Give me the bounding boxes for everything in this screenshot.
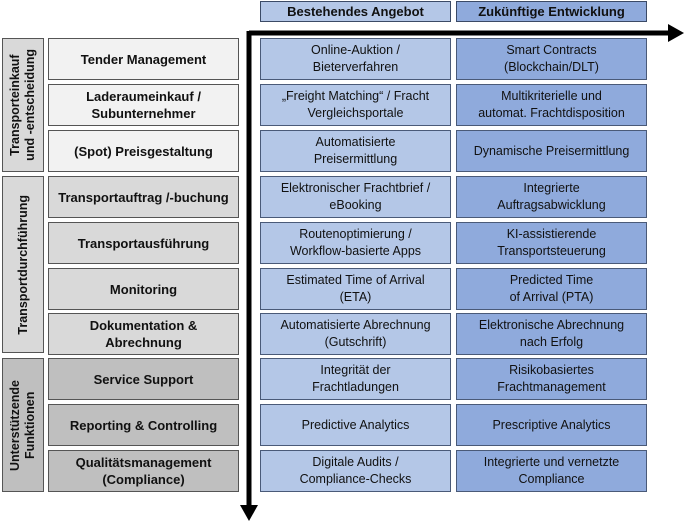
group-label: Unterstützende Funktionen (8, 379, 37, 471)
process-monitoring: Monitoring (48, 268, 239, 310)
group-transport-purchasing: Transporteinkauf und -entscheidung (2, 38, 44, 172)
current-offer-cell: Online-Auktion / Bieterverfahren (260, 38, 451, 80)
future-development-cell: Predicted Time of Arrival (PTA) (456, 268, 647, 310)
header-current-offer: Bestehendes Angebot (260, 1, 451, 22)
group-transport-execution: Transportdurchführung (2, 176, 44, 353)
header-future-development: Zukünftige Entwicklung (456, 1, 647, 22)
process-service-support: Service Support (48, 358, 239, 400)
current-offer-cell: Automatisierte Preisermittlung (260, 130, 451, 172)
group-support-functions: Unterstützende Funktionen (2, 358, 44, 492)
current-offer-cell: Predictive Analytics (260, 404, 451, 446)
future-development-cell: Integrierte und vernetzte Compliance (456, 450, 647, 492)
current-offer-cell: Routenoptimierung / Workflow-basierte Ap… (260, 222, 451, 264)
current-offer-cell: Integrität der Frachtladungen (260, 358, 451, 400)
future-development-cell: Smart Contracts (Blockchain/DLT) (456, 38, 647, 80)
process-transport-execution: Transportausführung (48, 222, 239, 264)
future-development-cell: Multikriterielle und automat. Frachtdisp… (456, 84, 647, 126)
process-quality-management: Qualitätsmanagement (Compliance) (48, 450, 239, 492)
process-cargo-space-purchasing: Laderaumeinkauf / Subunternehmer (48, 84, 239, 126)
current-offer-cell: Estimated Time of Arrival (ETA) (260, 268, 451, 310)
process-documentation-billing: Dokumentation & Abrechnung (48, 313, 239, 355)
future-development-cell: Risikobasiertes Frachtmanagement (456, 358, 647, 400)
process-transport-order: Transportauftrag /-buchung (48, 176, 239, 218)
current-offer-cell: Elektronischer Frachtbrief / eBooking (260, 176, 451, 218)
horizontal-arrowhead (668, 24, 684, 42)
group-label: Transporteinkauf und -entscheidung (8, 49, 37, 161)
future-development-cell: Integrierte Auftragsabwicklung (456, 176, 647, 218)
current-offer-cell: Automatisierte Abrechnung (Gutschrift) (260, 313, 451, 355)
process-tender-management: Tender Management (48, 38, 239, 80)
future-development-cell: Elektronische Abrechnung nach Erfolg (456, 313, 647, 355)
future-development-cell: KI-assistierende Transportsteuerung (456, 222, 647, 264)
current-offer-cell: Digitale Audits / Compliance-Checks (260, 450, 451, 492)
process-spot-pricing: (Spot) Preisgestaltung (48, 130, 239, 172)
future-development-cell: Prescriptive Analytics (456, 404, 647, 446)
vertical-arrowhead (240, 505, 258, 521)
process-reporting-controlling: Reporting & Controlling (48, 404, 239, 446)
future-development-cell: Dynamische Preisermittlung (456, 130, 647, 172)
group-label: Transportdurchführung (15, 194, 30, 335)
current-offer-cell: „Freight Matching“ / Fracht Vergleichspo… (260, 84, 451, 126)
